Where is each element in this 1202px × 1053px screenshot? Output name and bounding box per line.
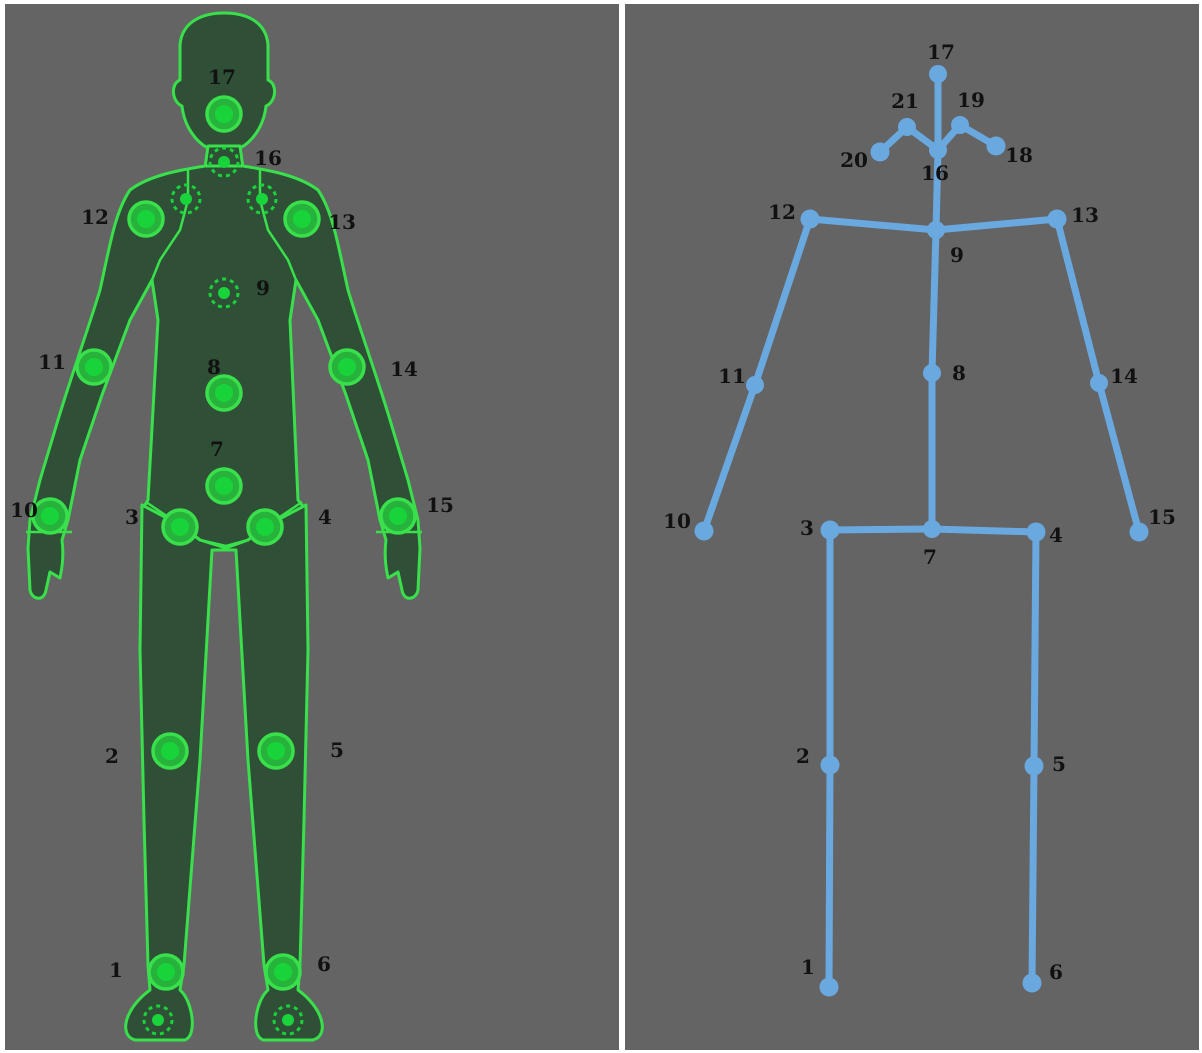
skeleton-joint-18 [987, 137, 1006, 156]
skeleton-joint-4-label: 4 [1049, 523, 1063, 547]
skeleton-joint-18-label: 18 [1005, 143, 1033, 167]
joint-14-label: 14 [390, 357, 418, 381]
joint-11-label: 11 [38, 350, 66, 374]
joint-6-label: 6 [317, 952, 331, 976]
joint-4-marker-core [256, 518, 274, 536]
skeleton-joint-8 [923, 364, 941, 382]
skeleton-joint-20 [871, 143, 890, 162]
joint-12-label: 12 [81, 205, 109, 229]
joint-2-marker-core [161, 742, 179, 760]
joint-5-label: 5 [330, 738, 344, 762]
skeleton-joint-3 [821, 521, 840, 540]
extra-dashed-core [256, 193, 268, 205]
skeleton-joint-9-label: 9 [950, 243, 964, 267]
skeleton-joint-5-label: 5 [1052, 752, 1066, 776]
joint-1-marker-core [157, 963, 175, 981]
skeleton-joint-4 [1027, 523, 1046, 542]
joint-8-marker-core [215, 384, 233, 402]
joint-17-marker-core [215, 105, 233, 123]
bone-1-2 [829, 765, 830, 987]
joint-13-marker-core [293, 210, 311, 228]
joint-5-marker-core [267, 742, 285, 760]
skeleton-joint-5 [1025, 757, 1044, 776]
skeleton-joint-14 [1090, 374, 1108, 392]
skeleton-joint-1-label: 1 [801, 955, 815, 979]
skeleton-joint-7-label: 7 [923, 545, 937, 569]
joint-14-marker-core [338, 358, 356, 376]
skeleton-joint-9 [927, 221, 945, 239]
joint-10-label: 10 [10, 498, 38, 522]
left-panel [5, 4, 619, 1050]
skeleton-joint-11 [746, 376, 764, 394]
skeleton-joint-15 [1130, 523, 1149, 542]
skeleton-joint-6 [1023, 974, 1042, 993]
skeleton-joint-16 [929, 141, 947, 159]
joint-13-label: 13 [328, 210, 356, 234]
skeleton-joint-2 [821, 756, 840, 775]
joint-15-marker-core [389, 507, 407, 525]
bone-5-6 [1032, 766, 1034, 983]
skeleton-joint-11-label: 11 [718, 364, 746, 388]
skeleton-joint-2-label: 2 [796, 744, 810, 768]
skeleton-joint-19-label: 19 [957, 88, 985, 112]
joint-4-label: 4 [318, 505, 332, 529]
bone-4-5 [1034, 532, 1036, 766]
joint-8-label: 8 [207, 355, 221, 379]
joint-1-label: 1 [109, 958, 123, 982]
skeleton-joint-17 [929, 65, 947, 83]
joint-11-marker-core [85, 358, 103, 376]
skeleton-joint-1 [820, 978, 839, 997]
skeleton-joint-16-label: 16 [921, 161, 949, 185]
joint-15-label: 15 [426, 493, 454, 517]
skeleton-joint-17-label: 17 [927, 40, 955, 64]
joint-3-label: 3 [125, 505, 139, 529]
joint-9-marker-core [218, 287, 230, 299]
skeleton-joint-12 [801, 210, 820, 229]
joint-12-marker-core [137, 210, 155, 228]
extra-dashed-core [152, 1014, 164, 1026]
skeleton-joint-20-label: 20 [840, 148, 868, 172]
skeleton-joint-15-label: 15 [1148, 505, 1176, 529]
skeleton-joint-19 [951, 116, 969, 134]
skeleton-joint-21 [898, 118, 916, 136]
joint-16-marker-core [218, 156, 230, 168]
skeleton-joint-10-label: 10 [663, 509, 691, 533]
skeleton-joint-8-label: 8 [952, 361, 966, 385]
joint-10-marker-core [41, 507, 59, 525]
skeleton-joint-7 [923, 520, 941, 538]
skeleton-joint-13 [1048, 210, 1067, 229]
skeleton-joint-10 [695, 522, 714, 541]
extra-dashed-core [282, 1014, 294, 1026]
joint-17-label: 17 [208, 65, 236, 89]
extra-dashed-core [180, 193, 192, 205]
bone-8-9 [932, 230, 936, 373]
skeleton-joint-12-label: 12 [768, 200, 796, 224]
joint-2-label: 2 [105, 744, 119, 768]
joint-3-marker-core [171, 518, 189, 536]
joint-16-label: 16 [254, 146, 282, 170]
bone-7-4 [932, 529, 1036, 532]
skeleton-joint-6-label: 6 [1049, 960, 1063, 984]
bone-3-7 [830, 529, 932, 530]
joint-9-label: 9 [256, 276, 270, 300]
joint-7-marker-core [215, 477, 233, 495]
joint-6-marker-core [274, 963, 292, 981]
skeleton-joint-3-label: 3 [800, 516, 814, 540]
skeleton-joint-21-label: 21 [891, 89, 919, 113]
skeleton-joint-13-label: 13 [1071, 203, 1099, 227]
joint-7-label: 7 [210, 437, 224, 461]
skeleton-joint-14-label: 14 [1110, 364, 1138, 388]
